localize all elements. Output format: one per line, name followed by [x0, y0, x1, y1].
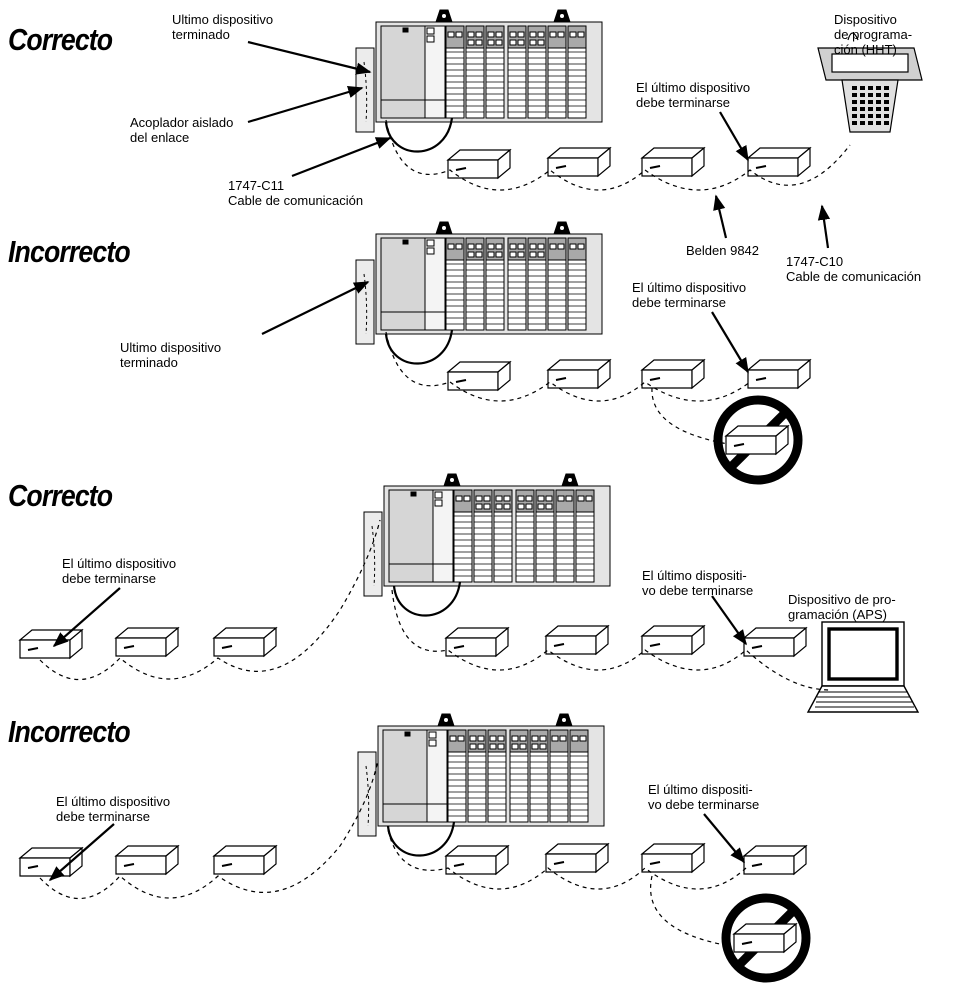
panel4-right-must-terminate-label: El último dispositi- vo debe terminarse: [648, 782, 760, 812]
panel4-branch-cable: [650, 875, 731, 947]
panel4-right-must-terminate-arrow: [703, 813, 745, 864]
panel4-right-node-1: [444, 844, 510, 876]
panel2-last-terminated-label: Ultimo dispositivo terminado: [120, 340, 222, 370]
panel1-plc-chassis: [355, 9, 603, 153]
panel3-right-must-terminate-label: El último dispositi- vo debe terminarse: [642, 568, 754, 598]
panel2-last-terminated-arrow: [261, 281, 370, 335]
panel3-plc-chassis: [363, 473, 611, 617]
panel3-aps-label: Dispositivo de pro- gramación (APS): [788, 592, 896, 622]
panel3-right-node-1: [444, 626, 510, 658]
panel1-heading: Correcto: [8, 22, 113, 57]
panel1-cable-c11-arrow: [291, 136, 392, 178]
panel2-branch-cable: [651, 387, 729, 445]
panel1-link-cable: [385, 119, 851, 191]
panel2-must-terminate-arrow: [711, 311, 749, 374]
panel1-node-4-terminated: [746, 146, 812, 178]
panel2-node-3: [640, 358, 706, 390]
panel3-right-node-3: [640, 624, 706, 656]
panel3-right-link-cable: [391, 589, 831, 691]
panel1-last-terminated-arrow: [247, 40, 372, 75]
panel4-prohibited-device-device: [732, 922, 798, 954]
panel4-right-link-cable: [387, 829, 747, 890]
aps-laptop: [806, 621, 920, 713]
panel1-must-terminate-arrow: [719, 111, 749, 162]
panel3-right-must-terminate-arrow: [711, 595, 747, 646]
panel1-node-1: [446, 148, 512, 180]
panel4-left-must-terminate-arrow: [48, 823, 115, 882]
panel2-node-4-terminated: [746, 358, 812, 390]
panel1-node-3: [640, 146, 706, 178]
panel4-right-node-2: [544, 842, 610, 874]
panel1-cable-c10-label: 1747-C10 Cable de comunicación: [786, 254, 922, 284]
panel1-coupler-arrow: [247, 86, 364, 124]
panel1-belden-label: Belden 9842: [686, 243, 760, 258]
panel1-coupler-label: Acoplador aislado del enlace: [130, 115, 234, 145]
panel3-heading: Correcto: [8, 478, 113, 513]
panel4-left-node-3: [212, 844, 278, 876]
hht-device: [817, 32, 923, 133]
panel1-last-terminated-label: Ultimo dispositivo terminado: [172, 12, 274, 42]
panel2-prohibited-device-device: [724, 424, 790, 456]
panel4-left-node-2: [114, 844, 180, 876]
panel2-node-2: [546, 358, 612, 390]
panel4-left-must-terminate-label: El último dispositivo debe terminarse: [56, 794, 171, 824]
panel4-right-node-4-terminated: [742, 844, 808, 876]
panel4-left-link-cable: [39, 759, 379, 900]
panel1-cable-c10-arrow: [817, 204, 831, 249]
panel2-heading: Incorrecto: [8, 234, 131, 269]
panel3-left-node-3: [212, 626, 278, 658]
panel1-must-terminate-label: El último dispositivo debe terminarse: [636, 80, 751, 110]
panel4-heading: Incorrecto: [8, 714, 131, 749]
panel3-left-node-1-terminated: [18, 628, 84, 660]
panel3-left-must-terminate-arrow: [52, 587, 121, 648]
panel4-plc-chassis: [357, 713, 605, 857]
panel2-must-terminate-label: El último dispositivo debe terminarse: [632, 280, 747, 310]
panel4-left-node-1-terminated: [18, 846, 84, 878]
panel3-left-must-terminate-label: El último dispositivo debe terminarse: [62, 556, 177, 586]
panel1-node-2: [546, 146, 612, 178]
panel2-plc-chassis: [355, 221, 603, 365]
panel1-belden-arrow: [713, 194, 728, 239]
panel1-hht-label: Dispositivo de programa- ción (HHT): [834, 12, 913, 57]
panel3-left-link-cable: [39, 519, 381, 681]
panel1-cable-c11-label: 1747-C11 Cable de comunicación: [228, 178, 364, 208]
panel3-right-node-2: [544, 624, 610, 656]
panel4-right-node-3: [640, 842, 706, 874]
panel3-right-node-4-terminated: [742, 626, 808, 658]
panel2-node-1: [446, 360, 512, 392]
panel3-left-node-2: [114, 626, 180, 658]
